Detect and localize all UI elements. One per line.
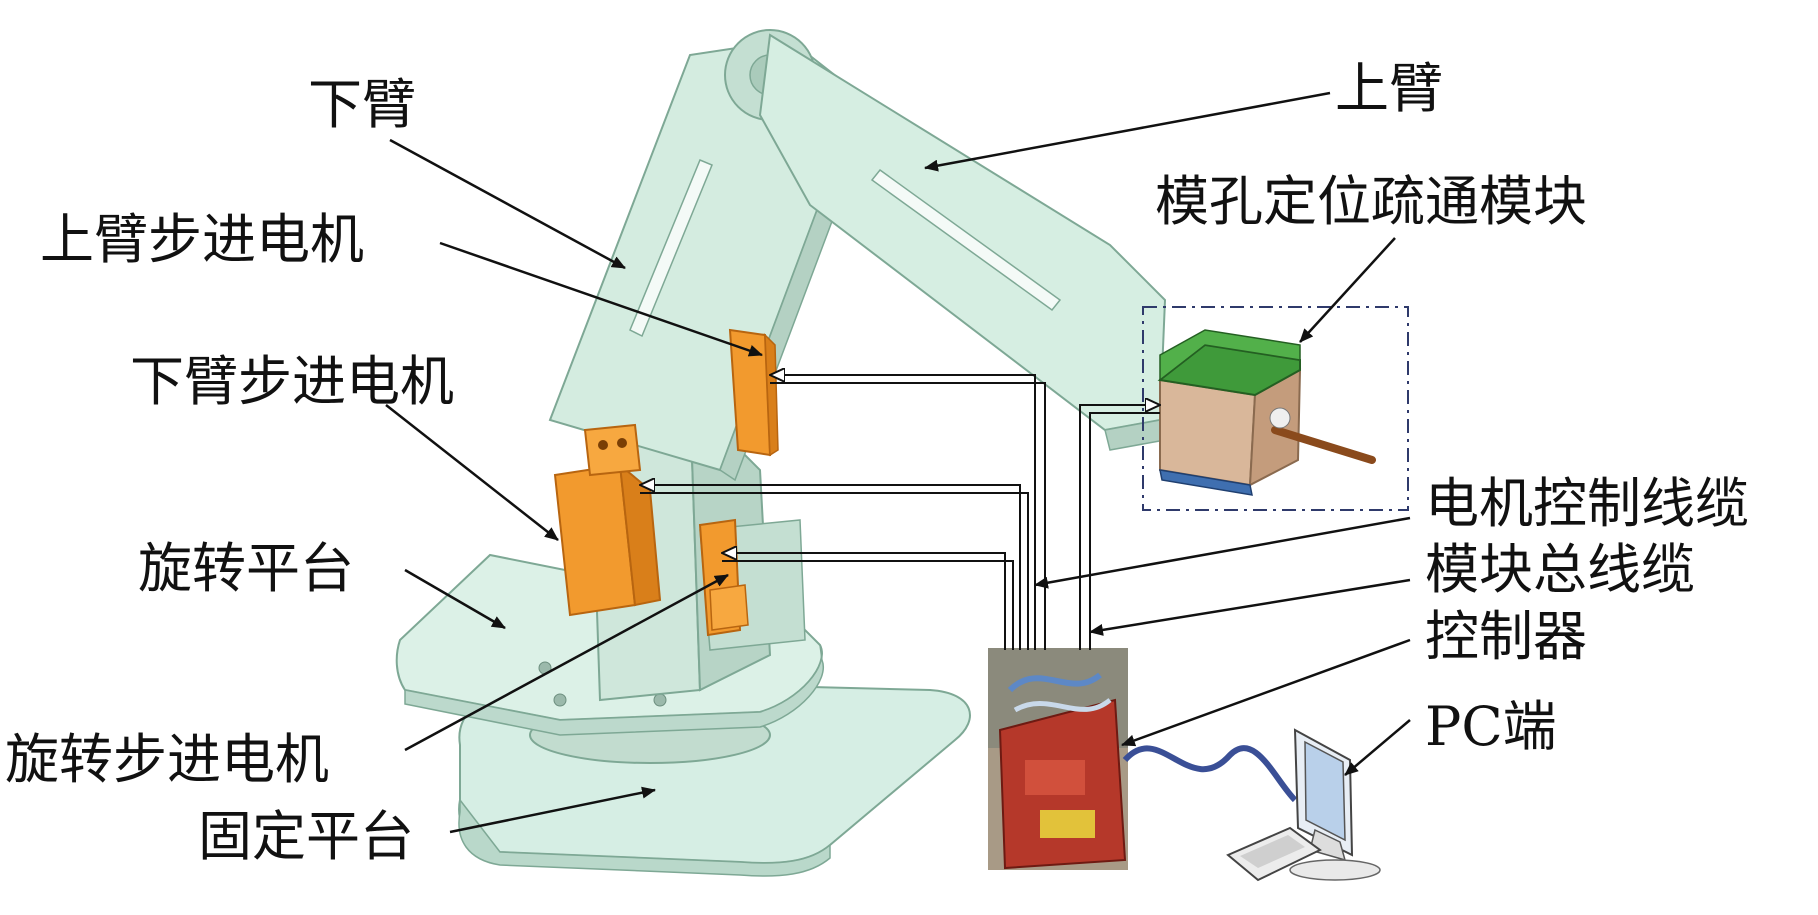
controller <box>988 648 1128 870</box>
label-rotating-platform: 旋转平台 <box>138 537 354 600</box>
label-fixed-platform: 固定平台 <box>198 805 414 868</box>
motor-control-cable <box>640 375 1046 650</box>
mold-hole-module <box>1142 306 1409 511</box>
label-lower-arm-motor: 下臂步进电机 <box>130 350 454 413</box>
label-rotation-motor: 旋转步进电机 <box>5 728 329 791</box>
module-bus-cable <box>1079 405 1160 650</box>
label-upper-arm: 上臂 <box>1335 57 1443 120</box>
label-mold-hole-module: 模孔定位疏通模块 <box>1155 170 1587 233</box>
upper-arm <box>758 33 1167 451</box>
leader-lines <box>385 91 1411 834</box>
lower-arm-stepper-motor <box>553 423 662 617</box>
upper-arm-stepper-motor <box>728 328 779 457</box>
pc-computer <box>1122 728 1381 882</box>
label-module-bus-cable: 模块总线缆 <box>1425 538 1695 601</box>
label-pc: PC端 <box>1425 695 1557 758</box>
label-motor-cable: 电机控制线缆 <box>1425 472 1749 535</box>
label-controller: 控制器 <box>1425 605 1587 668</box>
label-lower-arm: 下臂 <box>308 73 416 136</box>
label-upper-arm-motor: 上臂步进电机 <box>40 208 364 271</box>
